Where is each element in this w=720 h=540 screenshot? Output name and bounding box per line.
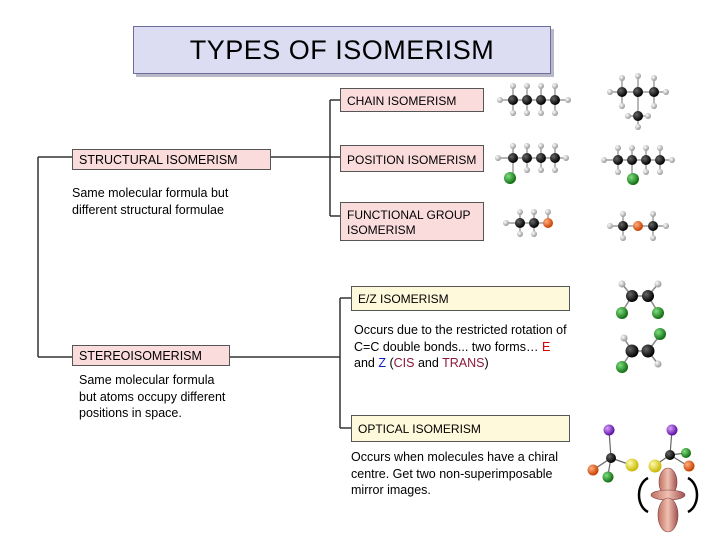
ez-description-text: Occurs due to the restricted rotation of…: [354, 323, 567, 354]
position-isomer-2-molecule: [601, 145, 675, 185]
position-isomerism-label: POSITION ISOMERISM: [347, 153, 477, 167]
functional-group-isomerism-box: FUNCTIONAL GROUP ISOMERISM: [340, 202, 484, 241]
ez-cis-molecule: [616, 280, 664, 319]
ez-paren-close: ): [484, 356, 489, 370]
trans-highlight: TRANS: [442, 356, 485, 370]
chain-isomerism-label: CHAIN ISOMERISM: [347, 94, 457, 108]
structural-isomerism-box: STRUCTURAL ISOMERISM: [72, 149, 271, 170]
position-isomerism-box: POSITION ISOMERISM: [340, 145, 484, 172]
chain-isomer-branched-molecule: [607, 73, 669, 130]
ez-and-2: and: [417, 356, 439, 370]
stereo-description: Same molecular formula but atoms occupy …: [79, 373, 226, 420]
optical-isomer-right-molecule: [648, 424, 695, 473]
stereoisomerism-label: STEREOISOMERISM: [79, 349, 202, 363]
page-title: TYPES OF ISOMERISM: [133, 26, 551, 74]
optical-isomer-left-molecule: [587, 424, 639, 483]
optical-isomerism-label: OPTICAL ISOMERISM: [358, 422, 481, 436]
structural-isomerism-label: STRUCTURAL ISOMERISM: [79, 153, 238, 167]
structural-description: Same molecular formula but different str…: [72, 186, 229, 217]
functional-isomer-1-molecule: [503, 209, 553, 237]
z-highlight: Z: [378, 356, 386, 370]
ez-isomerism-label: E/Z ISOMERISM: [358, 292, 449, 306]
stereoisomerism-box: STEREOISOMERISM: [72, 345, 230, 366]
chain-isomer-straight-molecule: [497, 83, 571, 116]
ez-isomerism-box: E/Z ISOMERISM: [351, 286, 570, 311]
optical-isomerism-box: OPTICAL ISOMERISM: [351, 415, 570, 442]
functional-isomer-2-molecule: [607, 211, 669, 241]
e-highlight: E: [541, 339, 551, 354]
ez-paren-open: (: [389, 356, 394, 370]
cis-highlight: CIS: [393, 356, 415, 370]
ez-trans-molecule: [616, 328, 666, 373]
functional-group-isomerism-label: FUNCTIONAL GROUP ISOMERISM: [347, 208, 471, 237]
position-isomer-1-molecule: [495, 143, 569, 184]
chain-isomerism-box: CHAIN ISOMERISM: [340, 88, 484, 112]
ez-and-1: and: [354, 356, 375, 370]
ez-description: Occurs due to the restricted rotation of…: [354, 322, 574, 372]
chiral-mirror-lobes-graphic: [637, 467, 699, 533]
optical-description: Occurs when molecules have a chiral cent…: [351, 450, 559, 497]
